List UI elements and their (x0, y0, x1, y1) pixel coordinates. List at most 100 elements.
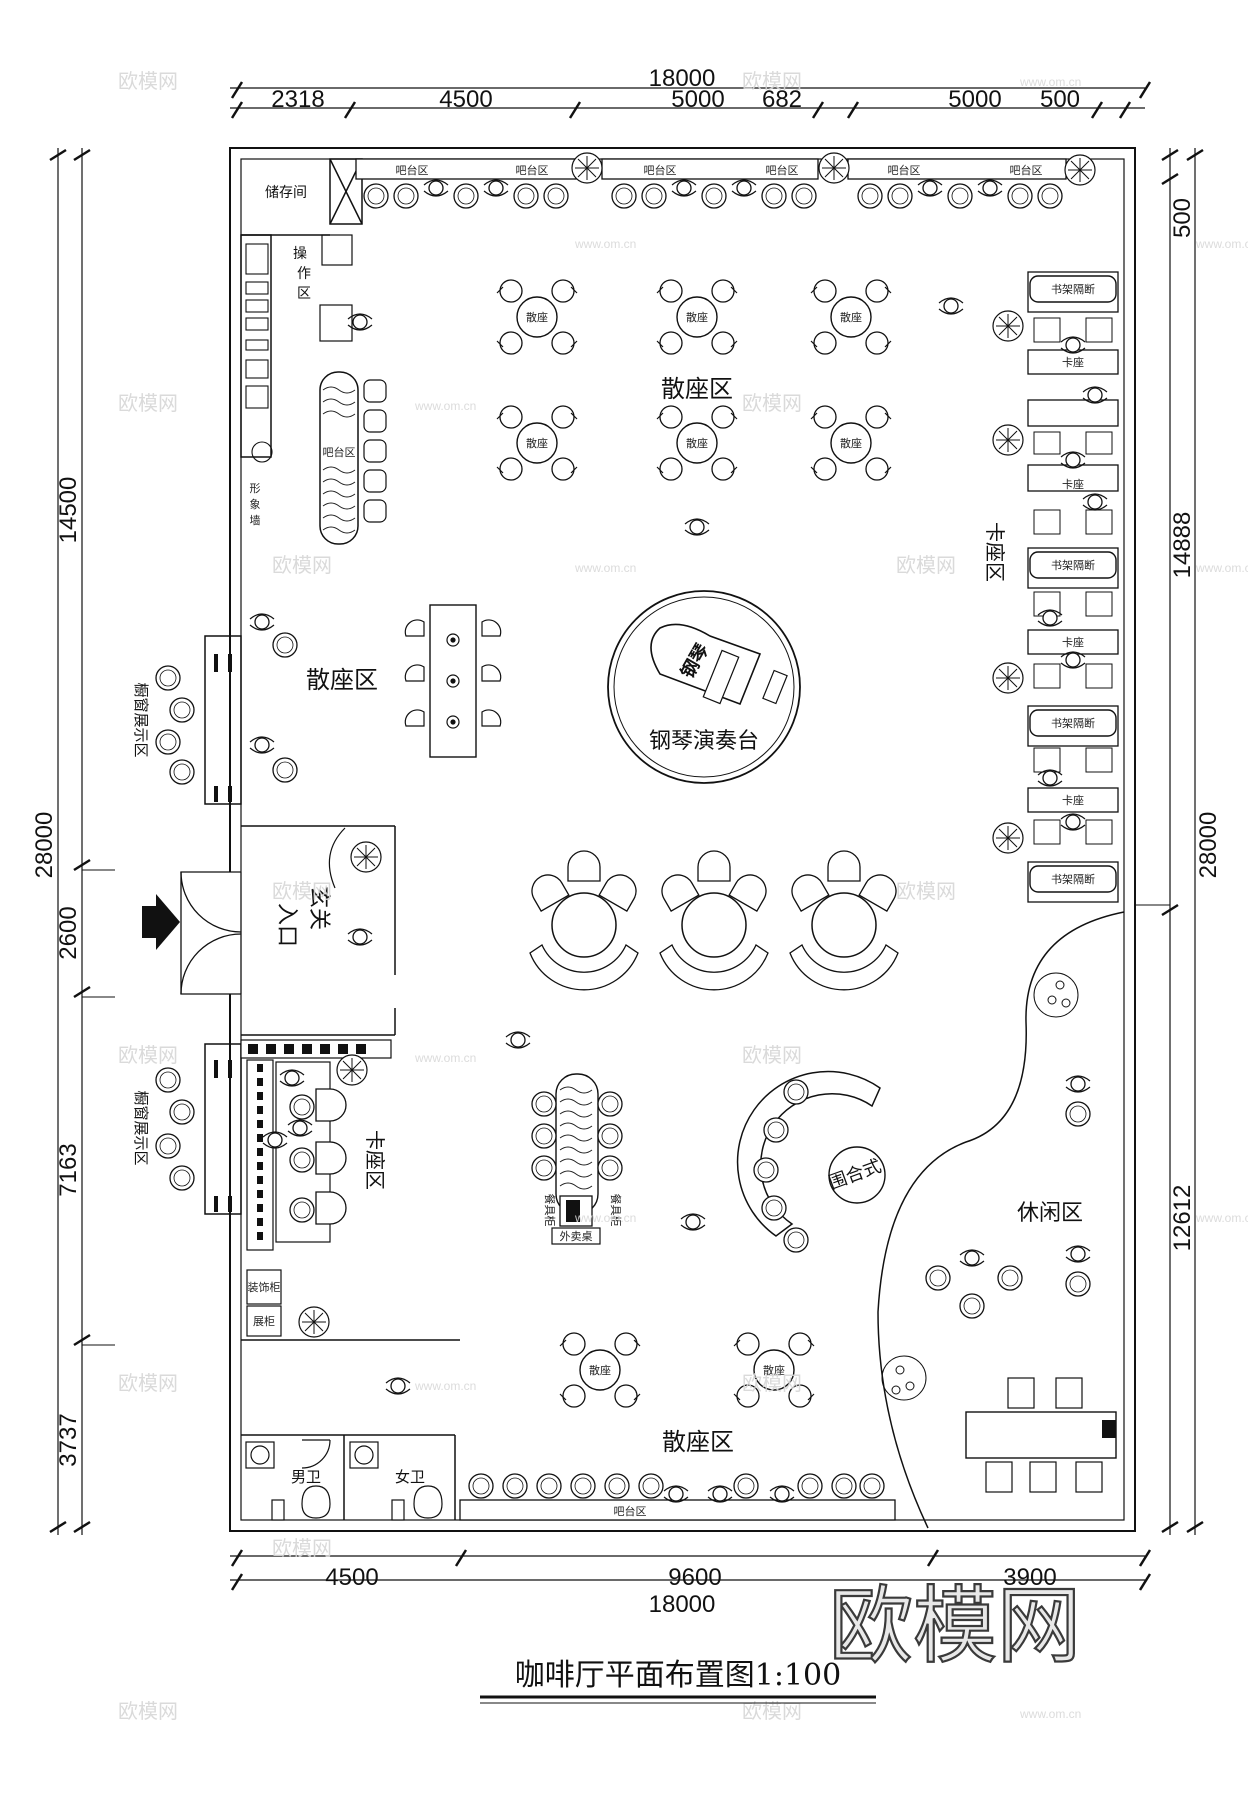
plan-line (1138, 1549, 1152, 1567)
stool-symbol (169, 1099, 195, 1125)
plan-rect (391, 1499, 405, 1521)
equipment (245, 243, 273, 463)
plan-path (559, 1110, 593, 1118)
partitions (240, 158, 460, 1520)
tableware-label-left: 餐具柜 (543, 1194, 557, 1227)
enclosed-table (828, 1146, 886, 1204)
bookshelf-label-1: 书架隔断 (1051, 282, 1095, 296)
plan-rect (1007, 1377, 1035, 1409)
plan-rect (1027, 349, 1119, 375)
plan-text: www.om.cn (414, 1051, 476, 1065)
plan-rect (329, 158, 363, 225)
plan-text: 卡座 (1062, 477, 1084, 491)
plan-path (559, 1122, 593, 1130)
operation-label-3: 区 (297, 286, 311, 302)
person-symbol (917, 179, 943, 197)
plan-line (230, 101, 244, 119)
plan-path (301, 1439, 331, 1469)
plan-text: 散座 (840, 436, 862, 450)
plan-rect (1029, 865, 1117, 893)
deco-cabinet (246, 1269, 282, 1305)
plan-rect (240, 234, 272, 458)
plan-path (559, 1182, 593, 1190)
stool-symbol (887, 183, 913, 209)
plan-path (659, 944, 769, 991)
plan-path (559, 1134, 593, 1142)
window-display-label-2: 橱窗展示区 (132, 1090, 150, 1165)
plan-text: 散座 (686, 310, 708, 324)
stool-symbol (761, 1195, 787, 1221)
plan-rect (363, 379, 387, 403)
stool-symbol (155, 1133, 181, 1159)
plan-circle (891, 1385, 901, 1395)
booth-seats (1033, 317, 1113, 845)
plan-text: 欧模网 (118, 69, 178, 93)
stool-symbol (638, 1473, 664, 1499)
plan-path (322, 410, 356, 418)
plan-rect (214, 786, 218, 802)
top-bar-stools (363, 179, 1063, 209)
plan-text: www.om.cn (1195, 1211, 1248, 1225)
left-window-seating (249, 613, 298, 783)
bar-stools-left (363, 379, 387, 523)
plan-rect (363, 409, 387, 433)
plan-line (568, 101, 582, 119)
plan-rect (1027, 787, 1119, 813)
zebra-table-stripes (559, 1086, 593, 1190)
takeout-table (551, 1227, 601, 1245)
plan-path (322, 478, 356, 486)
leisure-counter-stools (985, 1377, 1103, 1493)
plan-rect (320, 1044, 330, 1054)
plan-rect (245, 385, 269, 409)
plan-path (404, 619, 425, 637)
stool-symbol (997, 1265, 1023, 1291)
plan-text: 散座 (526, 436, 548, 450)
plant-symbol (992, 662, 1024, 694)
person-symbol (671, 179, 697, 197)
stool-symbol (1007, 183, 1033, 209)
plan-circle (551, 892, 617, 958)
plan-text: 欧模网 (272, 1536, 332, 1560)
plan-line (49, 148, 67, 162)
person-symbol (1060, 651, 1086, 669)
zebra-stripes (322, 386, 356, 534)
plan-rect (266, 1044, 276, 1054)
plan-rect (1029, 709, 1117, 737)
plan-line (454, 1549, 468, 1567)
curvechair-symbol (315, 1141, 347, 1175)
plan-circle (811, 892, 877, 958)
dim-left-3: 7163 (55, 1143, 82, 1196)
plan-text: www.om.cn (414, 1379, 476, 1393)
piano-stage-label: 钢琴演奏台 (649, 729, 759, 754)
bookshelf-label-3: 书架隔断 (1051, 716, 1095, 730)
plan-text: www.om.cn (414, 399, 476, 413)
plan-text: www.om.cn (574, 237, 636, 251)
plan-path (481, 664, 502, 682)
entrance-doors (180, 871, 242, 995)
plan-rect (271, 1499, 285, 1521)
plan-text: 欧模网 (118, 1043, 178, 1067)
stool-symbol (783, 1227, 809, 1253)
plan-rect (302, 1044, 312, 1054)
stool-symbol (597, 1091, 623, 1117)
plan-rect (1029, 1461, 1057, 1493)
dim-top-total: 18000 (649, 65, 716, 92)
stool-symbol (289, 1094, 315, 1120)
dim-top-3: 5000 (671, 86, 724, 113)
plan-rect (228, 654, 232, 672)
plan-line (1138, 1573, 1152, 1591)
left-booth-counter-dots (248, 1044, 366, 1054)
person-symbol (249, 736, 275, 754)
dim-top-6: 500 (1040, 86, 1080, 113)
plan-path (404, 709, 425, 727)
dim-top-2: 4500 (439, 86, 492, 113)
watermark-logo: 欧模网 (829, 1577, 1081, 1675)
curvechair-symbol (315, 1191, 347, 1225)
stool-symbol (763, 1117, 789, 1143)
plan-path (404, 664, 425, 682)
plan-path (322, 526, 356, 534)
long-table-chairs (404, 619, 502, 729)
leisure-seats (925, 1075, 1091, 1319)
plan-line (1161, 1520, 1179, 1534)
plan-line (1186, 148, 1204, 162)
